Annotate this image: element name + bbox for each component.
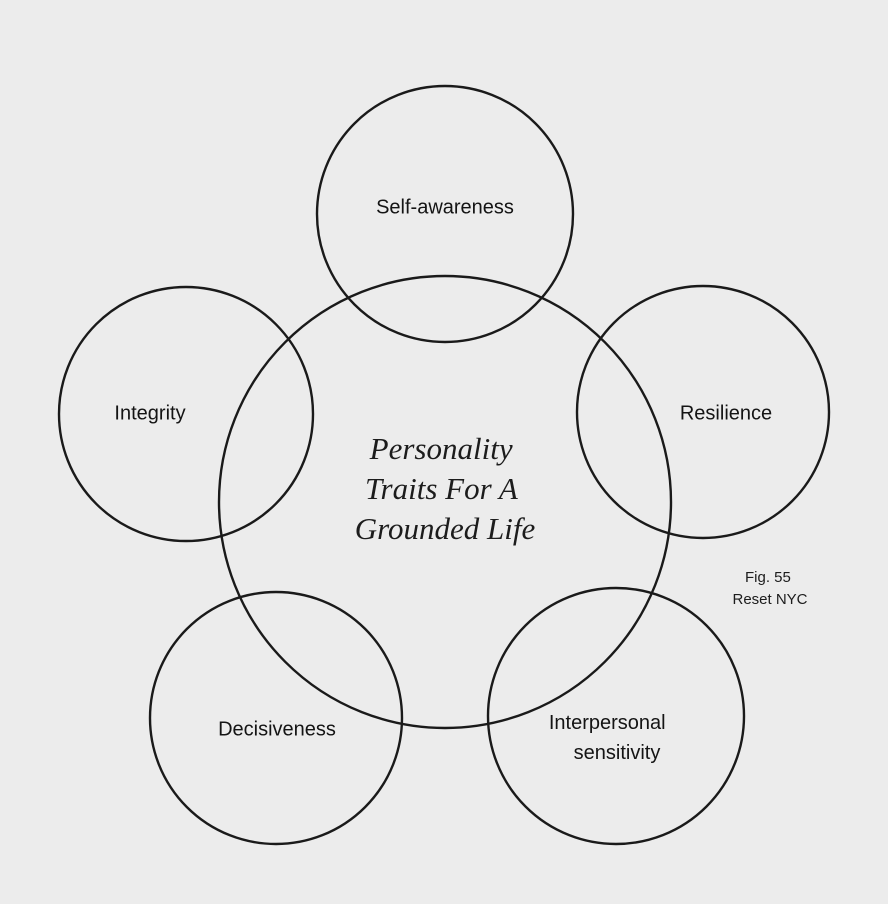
trait-label-self-awareness: Self-awareness [376, 196, 514, 218]
center-title: Personality Traits For A Grounded Life [355, 431, 536, 546]
figure-caption: Fig. 55 Reset NYC [732, 569, 807, 608]
trait-label-integrity: Integrity [114, 402, 185, 424]
caption-line: Fig. 55 [745, 569, 791, 586]
center-title-line: Traits For A [365, 471, 519, 506]
trait-label-line: Interpersonal [549, 712, 666, 734]
center-title-line: Grounded Life [355, 511, 536, 546]
caption-line: Reset NYC [732, 591, 807, 608]
trait-circle-interpersonal-sensitivity [486, 586, 746, 846]
trait-circle-self-awareness [315, 84, 575, 344]
center-circle [217, 274, 673, 730]
center-title-line: Personality [369, 431, 513, 466]
trait-circle-integrity [57, 285, 315, 543]
trait-label-interpersonal-sensitivity: Interpersonal sensitivity [549, 712, 671, 764]
trait-label-line: sensitivity [574, 742, 661, 764]
trait-label-resilience: Resilience [680, 402, 772, 424]
trait-label-decisiveness: Decisiveness [218, 718, 336, 740]
trait-circle-decisiveness [148, 590, 404, 846]
trait-circle-resilience [575, 284, 831, 540]
